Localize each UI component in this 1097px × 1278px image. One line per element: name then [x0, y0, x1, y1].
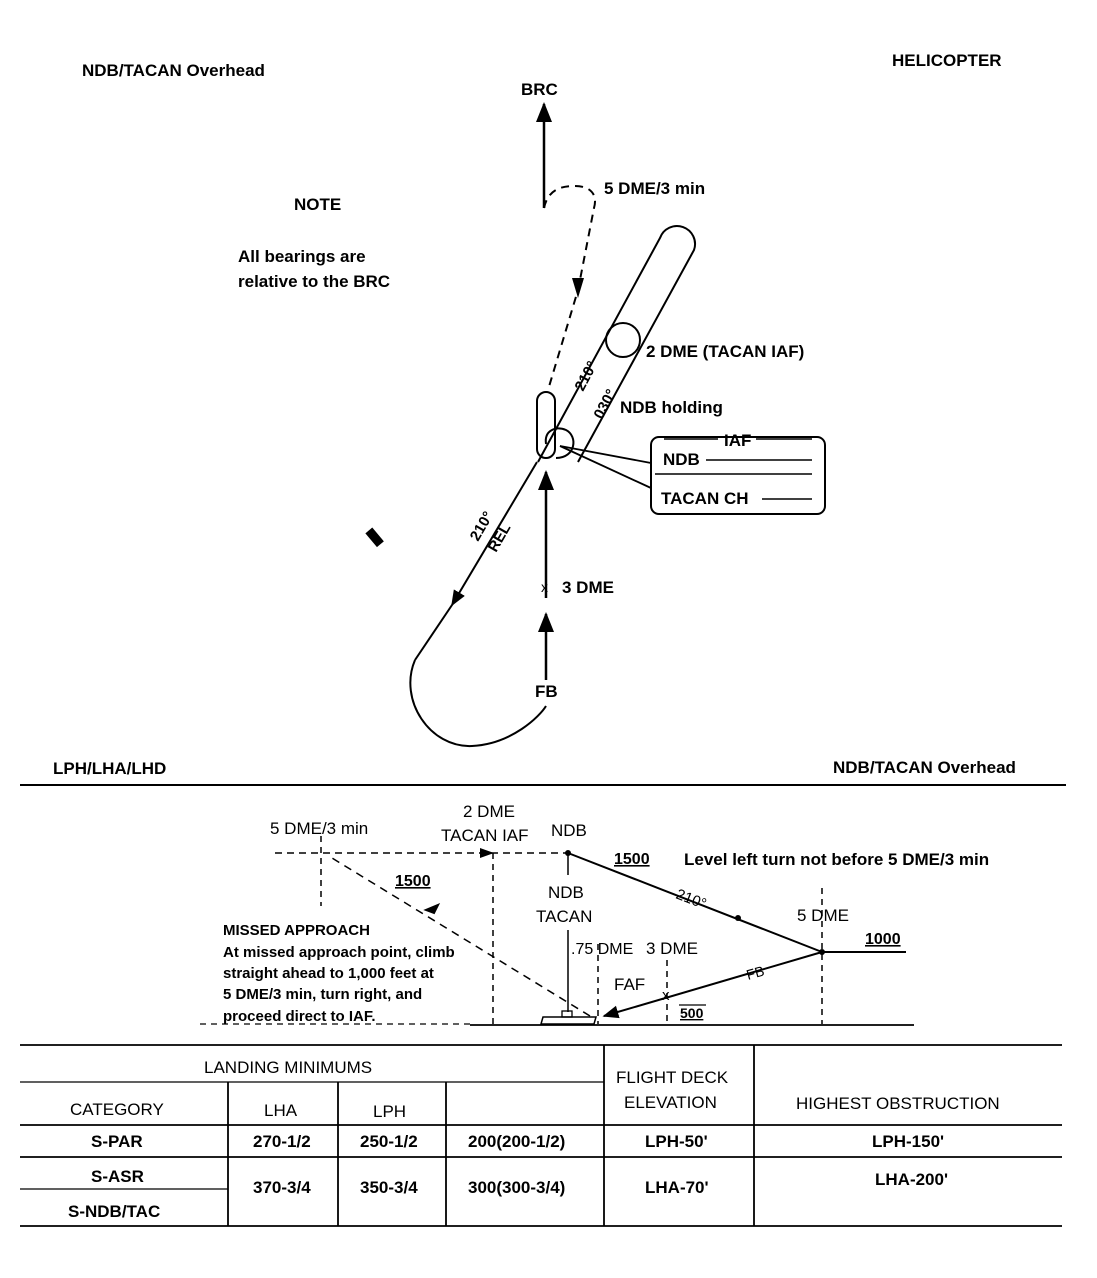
row-spar-obstruction: LPH-150' [872, 1132, 944, 1151]
profile-ndb-top-label: NDB [551, 821, 587, 840]
outbound-limit-label: 5 DME/3 min [604, 179, 705, 198]
pointer-line-1 [559, 445, 652, 464]
profile-final-track [602, 951, 823, 1019]
profile-3dme: 3 DME [646, 939, 698, 958]
note-line1: All bearings are [238, 247, 366, 266]
profile-alt-500: 500 [680, 1005, 704, 1021]
procedure-turn-arc [409, 659, 547, 748]
ndb-holding-label: NDB holding [620, 398, 723, 417]
ship-profile [540, 1016, 597, 1025]
course-210-upper: 210° [572, 358, 602, 393]
row-shared-lph: 350-3/4 [360, 1178, 418, 1197]
section-right-label: NDB/TACAN Overhead [833, 758, 1016, 777]
outbound-210-leg-cont [414, 604, 453, 661]
level-track-arrow [480, 848, 494, 858]
table-title: LANDING MINIMUMS [204, 1058, 372, 1077]
missed-line2: straight ahead to 1,000 feet at [223, 965, 434, 982]
missed-title: MISSED APPROACH [223, 922, 370, 939]
profile-fb-label: FB [744, 963, 766, 983]
profile-ndb-mid-label: NDB [548, 883, 584, 902]
title-right: HELICOPTER [892, 51, 1002, 70]
fb-label: FB [535, 682, 558, 701]
highest-obstruction-header: HIGHEST OBSTRUCTION [796, 1094, 1000, 1113]
lph-header: LPH [373, 1102, 406, 1121]
lha-header: LHA [264, 1101, 298, 1120]
profile-faf: FAF [614, 975, 645, 994]
ndb-holding-turn [544, 427, 575, 459]
row-spar-category: S-PAR [91, 1132, 143, 1151]
profile-alt-1500-top: 1500 [614, 851, 650, 868]
tacan-iaf-racetrack [537, 225, 697, 463]
flight-deck-line2: ELEVATION [624, 1093, 717, 1112]
row-spar-lha: 270-1/2 [253, 1132, 311, 1151]
row-shared-lha: 370-3/4 [253, 1178, 311, 1197]
profile-outbound-track [567, 852, 823, 953]
pointer-line-2 [559, 445, 652, 489]
level-turn-note: Level left turn not before 5 DME/3 min [684, 850, 989, 869]
section-left-label: LPH/LHA/LHD [53, 759, 166, 778]
note-title: NOTE [294, 195, 341, 214]
profile-alt-1000: 1000 [865, 931, 901, 948]
box-ndb-label: NDB [663, 450, 700, 469]
box-iaf-label: IAF [724, 431, 751, 450]
missed-line1: At missed approach point, climb [223, 944, 455, 961]
dme3-x: x [541, 579, 548, 595]
outbound-dashed-loop [543, 184, 596, 391]
fix-info-box [650, 436, 826, 515]
ndb-dot [565, 850, 571, 856]
ndb-holding-pattern [536, 391, 556, 459]
flight-deck-line1: FLIGHT DECK [616, 1068, 729, 1087]
row-shared-other: 300(300-3/4) [468, 1178, 565, 1197]
ship-symbol [365, 527, 384, 548]
note-line2: relative to the BRC [238, 272, 390, 291]
missed-line3: 5 DME/3 min, turn right, and [223, 986, 422, 1003]
profile-tacan-iaf-label: TACAN IAF [441, 826, 529, 845]
brc-label: BRC [521, 80, 558, 99]
outbound-dot [735, 915, 741, 921]
outbound-210-leg [451, 461, 538, 607]
profile-alt-1500-missed: 1500 [395, 873, 431, 890]
dashed-arrowhead [572, 278, 584, 298]
tacan-iaf-label: 2 DME (TACAN IAF) [646, 342, 804, 361]
minimums-table [20, 1044, 1062, 1227]
box-tacan-label: TACAN CH [661, 489, 749, 508]
row-shared-obstruction: LHA-200' [875, 1170, 948, 1189]
profile-x-mark: x [662, 987, 670, 1004]
ship-island [561, 1010, 573, 1018]
row-spar-other: 200(200-1/2) [468, 1132, 565, 1151]
category-header: CATEGORY [70, 1100, 164, 1119]
row-spar-deck: LPH-50' [645, 1132, 708, 1151]
row-sasr-category: S-ASR [91, 1167, 144, 1186]
profile-tacan-mid-label: TACAN [536, 907, 592, 926]
dme3-label: 3 DME [562, 578, 614, 597]
title-left: NDB/TACAN Overhead [82, 61, 265, 80]
row-shared-deck: LHA-70' [645, 1178, 709, 1197]
tacan-iaf-circle [605, 322, 641, 358]
row-sndb-category: S-NDB/TAC [68, 1202, 160, 1221]
profile-5dme-label: 5 DME/3 min [270, 819, 368, 838]
profile-course-210: 210° [674, 886, 709, 913]
profile-2dme-label: 2 DME [463, 802, 515, 821]
missed-approach-arrow [423, 903, 441, 915]
profile-5dme-right: 5 DME [797, 906, 849, 925]
profile-075dme: .75 DME [571, 941, 633, 958]
missed-line4: proceed direct to IAF. [223, 1008, 376, 1025]
row-spar-lph: 250-1/2 [360, 1132, 418, 1151]
missed-approach-track [331, 857, 591, 1017]
